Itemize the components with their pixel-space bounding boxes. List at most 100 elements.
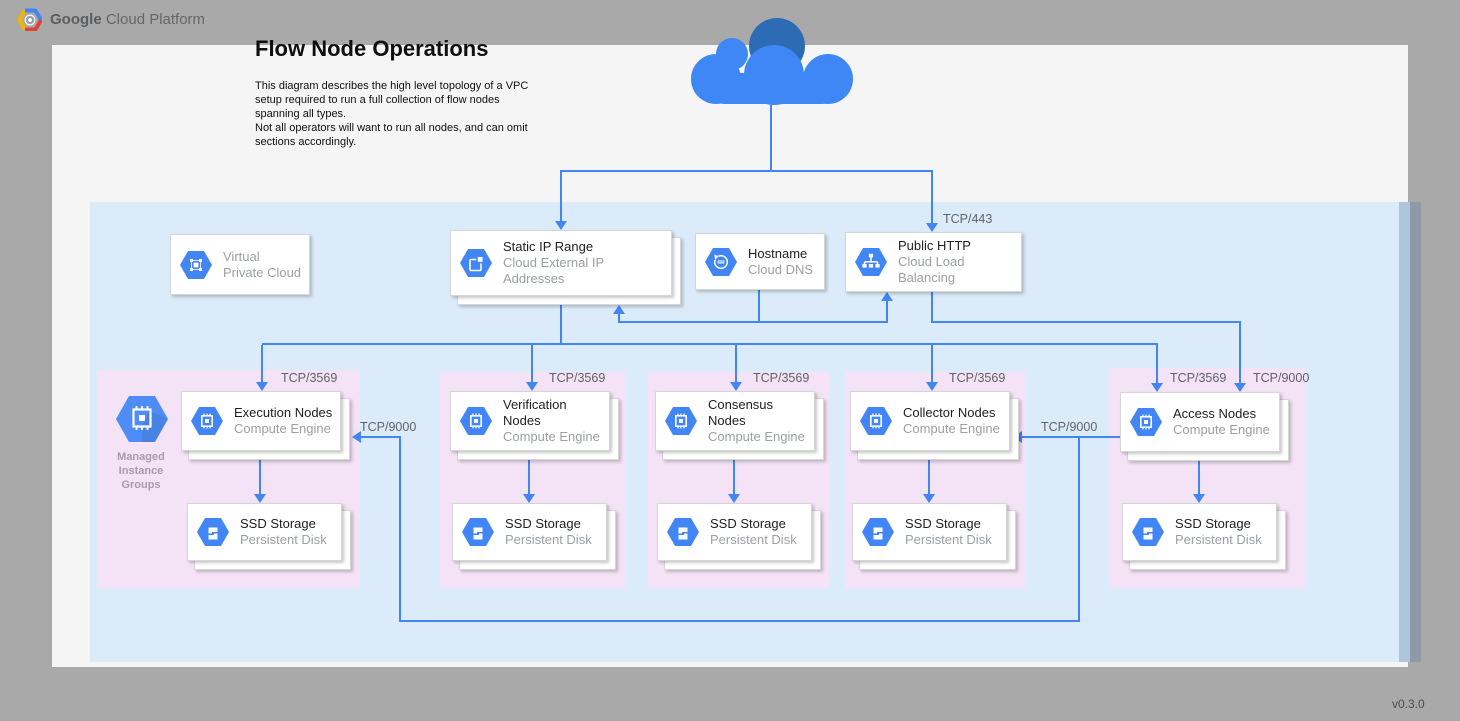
edge-dns-to-lb bbox=[886, 301, 888, 323]
edge-dns-to-static-ip bbox=[618, 314, 620, 323]
access-ssd-subtitle: Persistent Disk bbox=[1175, 532, 1262, 547]
verification-nodes-card: Verification Nodes Compute Engine bbox=[450, 391, 610, 451]
label-tcp443: TCP/443 bbox=[943, 212, 993, 226]
edge-distribution bbox=[262, 343, 1158, 345]
gcp-logo-icon bbox=[18, 8, 42, 31]
consensus-ssd-title: SSD Storage bbox=[710, 516, 786, 531]
vpc-region-edge bbox=[1399, 202, 1421, 662]
consensus-nodes-card: Consensus Nodes Compute Engine bbox=[655, 391, 815, 451]
managed-instance-groups-label: Managed Instance Groups bbox=[117, 451, 165, 491]
edge-dns-track bbox=[619, 321, 887, 323]
edge-to-access bbox=[1156, 345, 1158, 384]
arrowhead-verification-storage bbox=[523, 494, 535, 503]
internet-cloud-icon bbox=[691, 18, 853, 105]
version-label: v0.3.0 bbox=[1392, 697, 1425, 711]
brand-cloud-platform: Cloud Platform bbox=[101, 11, 206, 28]
collector-subtitle: Compute Engine bbox=[903, 421, 1000, 436]
arrowhead-collector-storage bbox=[923, 494, 935, 503]
label-tcp3569-consensus: TCP/3569 bbox=[753, 371, 810, 385]
managed-instance-groups-icon bbox=[116, 396, 168, 442]
edge-collector-storage bbox=[928, 451, 930, 495]
virtual-private-cloud-card: Virtual Private Cloud bbox=[170, 234, 310, 295]
arrowhead-execution bbox=[256, 382, 268, 391]
edge-access-to-collector bbox=[1022, 436, 1120, 438]
brand-google: Google bbox=[50, 11, 102, 28]
edge-hostname-stem bbox=[758, 290, 760, 323]
arrowhead-execution-storage bbox=[254, 494, 266, 503]
arrowhead-verification bbox=[526, 382, 538, 391]
collector-ssd-card: SSD Storage Persistent Disk bbox=[852, 503, 1007, 561]
arrowhead-execution-9000 bbox=[352, 431, 361, 443]
execution-ssd-subtitle: Persistent Disk bbox=[240, 532, 327, 547]
collector-title: Collector Nodes bbox=[903, 405, 996, 420]
description-paragraph-1: This diagram describes the high level to… bbox=[255, 80, 529, 120]
page-title: Flow Node Operations bbox=[255, 36, 489, 61]
access-title: Access Nodes bbox=[1173, 406, 1257, 421]
hostname-title: Hostname bbox=[748, 245, 808, 261]
external-ip-icon bbox=[460, 249, 492, 277]
collector-nodes-card: Collector Nodes Compute Engine bbox=[850, 391, 1010, 451]
arrowhead-up-static-ip bbox=[613, 305, 625, 314]
edge-to-collector bbox=[931, 345, 933, 383]
arrowhead-static-ip bbox=[555, 221, 567, 230]
load-balancer-icon bbox=[855, 248, 887, 276]
edge-execution-storage bbox=[259, 451, 261, 495]
arrowhead-consensus bbox=[730, 382, 742, 391]
edge-loop-bottom bbox=[399, 620, 1080, 622]
arrowhead-consensus-storage bbox=[728, 494, 740, 503]
access-subtitle: Compute Engine bbox=[1173, 422, 1270, 437]
description-paragraph-2: Not all operators will want to run all n… bbox=[255, 122, 528, 148]
page-description: This diagram describes the high level to… bbox=[255, 79, 531, 149]
execution-ssd-title: SSD Storage bbox=[240, 516, 316, 531]
consensus-ssd-card: SSD Storage Persistent Disk bbox=[657, 503, 812, 561]
execution-ssd-card: SSD Storage Persistent Disk bbox=[187, 503, 342, 561]
arrowhead-up-public-http bbox=[881, 292, 893, 301]
edge-top-split bbox=[561, 170, 933, 172]
static-ip-card: Static IP Range Cloud External IP Addres… bbox=[450, 230, 672, 296]
edge-static-ip-stem bbox=[560, 296, 562, 345]
verification-ssd-card: SSD Storage Persistent Disk bbox=[452, 503, 607, 561]
label-tcp3569-access: TCP/3569 bbox=[1170, 371, 1227, 385]
static-ip-title: Static IP Range bbox=[503, 239, 594, 254]
execution-nodes-card: Execution Nodes Compute Engine bbox=[181, 391, 341, 451]
vpc-card-subtitle: Private Cloud bbox=[223, 264, 302, 280]
persistent-disk-icon bbox=[667, 518, 699, 546]
compute-engine-icon bbox=[665, 407, 697, 435]
vpc-icon bbox=[180, 251, 212, 279]
consensus-title: Consensus Nodes bbox=[708, 397, 774, 428]
label-tcp3569-collector: TCP/3569 bbox=[949, 371, 1006, 385]
label-tcp3569-execution: TCP/3569 bbox=[281, 371, 338, 385]
label-tcp9000-execution: TCP/9000 bbox=[360, 420, 417, 434]
access-ssd-title: SSD Storage bbox=[1175, 516, 1251, 531]
vpc-card-title: Virtual bbox=[223, 248, 260, 264]
edge-verification-storage bbox=[528, 451, 530, 495]
verification-ssd-subtitle: Persistent Disk bbox=[505, 532, 592, 547]
edge-to-static-ip bbox=[560, 170, 562, 221]
verification-title: Verification Nodes bbox=[503, 397, 567, 428]
edge-to-verification bbox=[531, 345, 533, 383]
persistent-disk-icon bbox=[1132, 518, 1164, 546]
compute-engine-icon bbox=[460, 407, 492, 435]
consensus-subtitle: Compute Engine bbox=[708, 429, 805, 444]
persistent-disk-icon bbox=[462, 518, 494, 546]
arrowhead-access-9000 bbox=[1234, 383, 1246, 392]
cloud-dns-icon bbox=[705, 248, 737, 276]
arrowhead-access-storage bbox=[1193, 494, 1205, 503]
edge-loop-up bbox=[399, 437, 401, 622]
static-ip-subtitle: Cloud External IP Addresses bbox=[503, 255, 604, 286]
edge-to-consensus bbox=[735, 345, 737, 383]
label-tcp9000-access: TCP/9000 bbox=[1253, 371, 1310, 385]
verification-subtitle: Compute Engine bbox=[503, 429, 600, 444]
label-tcp9000-collector: TCP/9000 bbox=[1041, 420, 1098, 434]
collector-ssd-title: SSD Storage bbox=[905, 516, 981, 531]
collector-ssd-subtitle: Persistent Disk bbox=[905, 532, 992, 547]
consensus-ssd-subtitle: Persistent Disk bbox=[710, 532, 797, 547]
compute-engine-icon bbox=[191, 407, 223, 435]
edge-access-storage bbox=[1198, 452, 1200, 495]
arrowhead-collector bbox=[926, 382, 938, 391]
label-tcp3569-verification: TCP/3569 bbox=[549, 371, 606, 385]
arrowhead-public-http bbox=[926, 223, 938, 232]
access-nodes-card: Access Nodes Compute Engine bbox=[1120, 392, 1280, 452]
edge-lb-right bbox=[931, 321, 1241, 323]
